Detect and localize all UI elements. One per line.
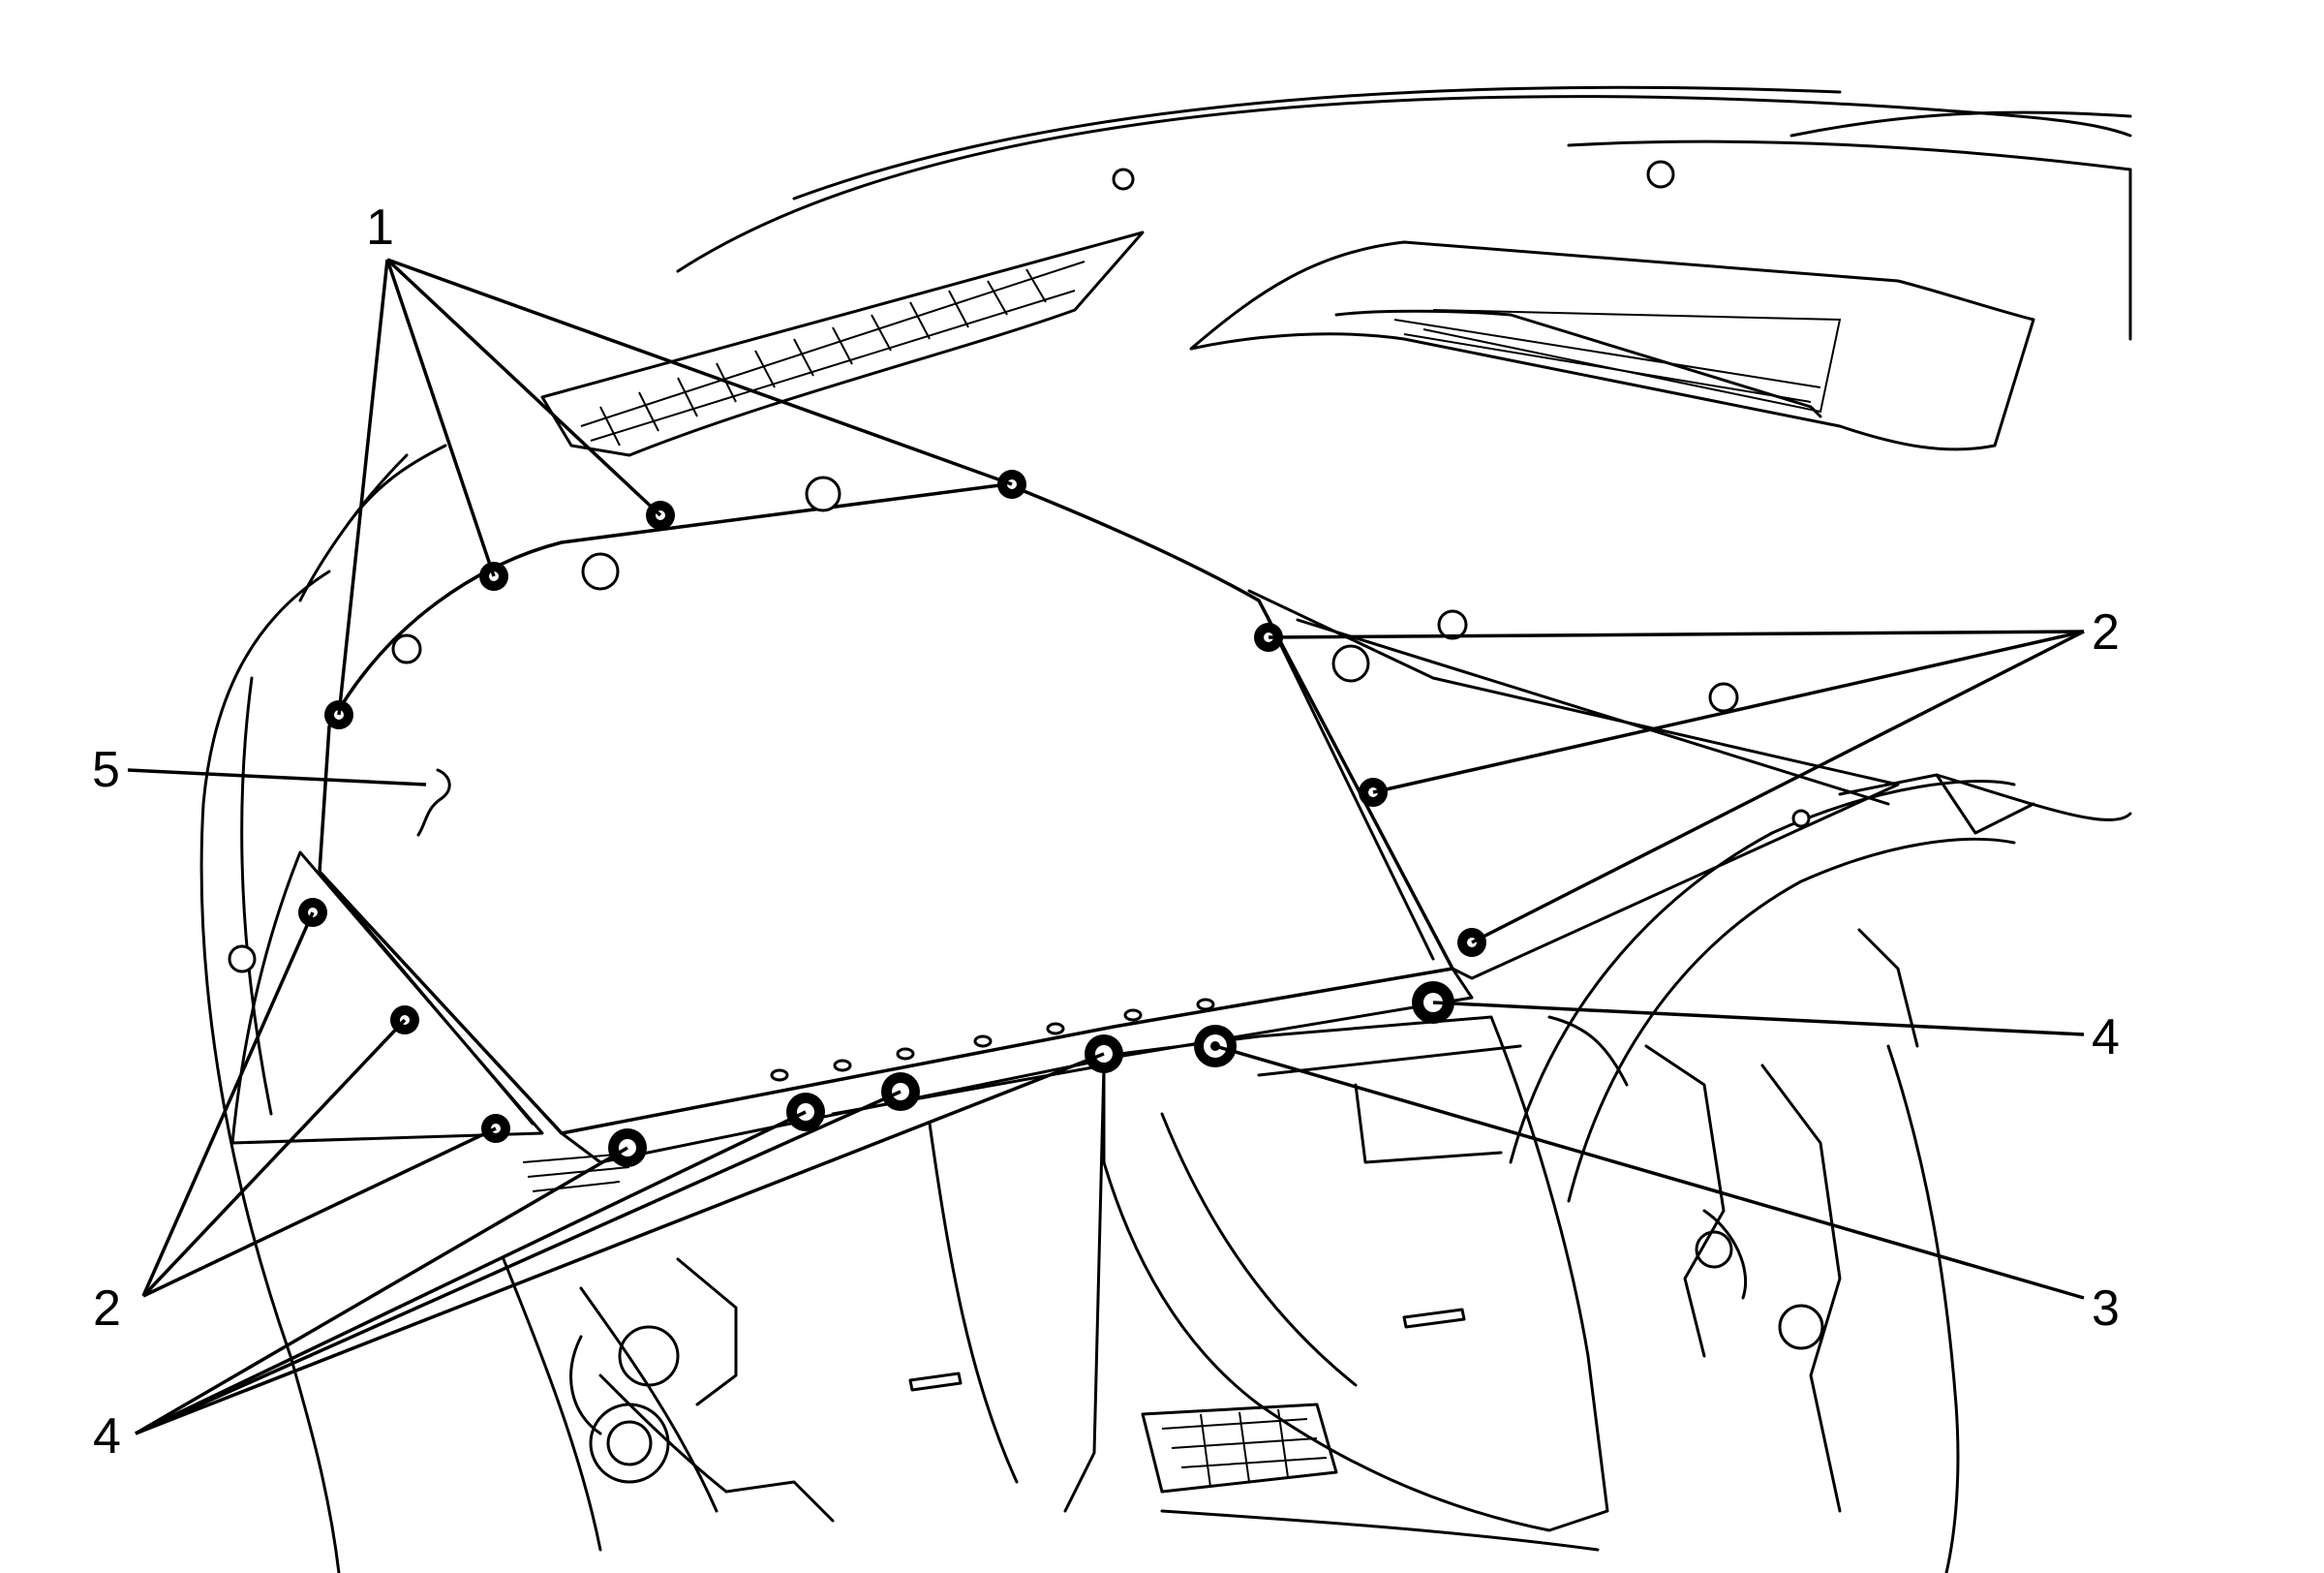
panel-dimples [770, 998, 1215, 1082]
callout-2-right-label: 2 [2092, 604, 2120, 661]
leader-lines [127, 258, 2085, 1435]
callout-5-label: 5 [92, 742, 120, 798]
wire-clip [416, 768, 451, 837]
panel-hole [1437, 609, 1468, 640]
vehicle-body-outline [199, 85, 2132, 1573]
panel-hole [228, 944, 257, 973]
panel-hole [1791, 809, 1811, 828]
panel-hole [391, 633, 422, 664]
callout-1-label: 1 [366, 200, 394, 256]
callout-3-label: 3 [2092, 1280, 2120, 1337]
panel-hole [1646, 160, 1675, 189]
push-pin-fasteners [298, 470, 1486, 1167]
callout-labels: 1 2 5 4 3 2 4 [92, 200, 2120, 1465]
panel-hole [1331, 644, 1370, 683]
vent-grille-hatch [580, 261, 1821, 447]
panel-hole [805, 476, 841, 512]
callout-2-left-label: 2 [93, 1280, 121, 1337]
callout-4-right-label: 4 [2092, 1009, 2120, 1065]
panel-hole [1708, 682, 1739, 713]
panel-hole [1112, 168, 1135, 191]
fender-liner-panel [228, 160, 1900, 1192]
callout-4-left-label: 4 [93, 1408, 121, 1465]
panel-hole [581, 552, 620, 591]
